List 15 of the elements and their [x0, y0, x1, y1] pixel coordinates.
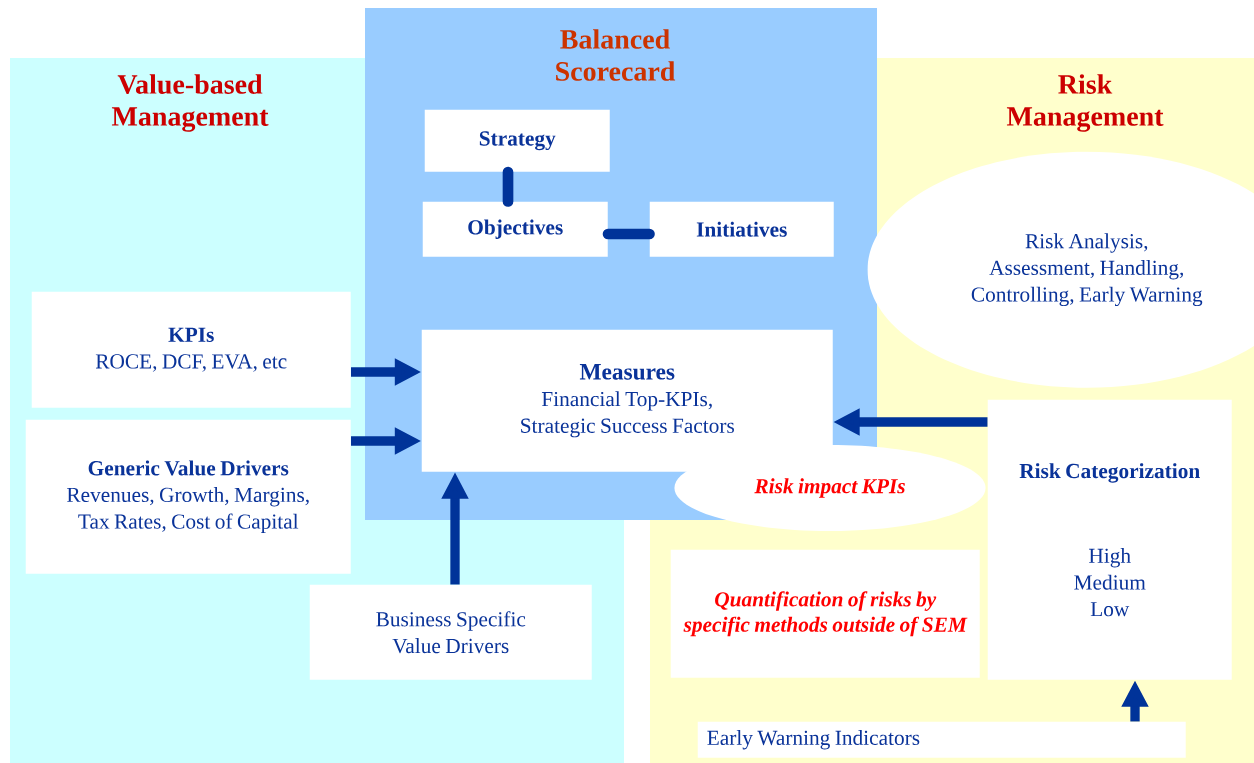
text-box: KPIs ROCE, DCF, EVA, etc [31, 291, 351, 408]
text-box: Business Specific Value Drivers [309, 584, 592, 680]
node-label: Risk impact KPIs [754, 478, 905, 498]
text-box: Generic Value Drivers Revenues, Growth, Margins, Tax Rates, Cost of Capital [25, 419, 351, 574]
panel-title: Value-based Management [111, 74, 269, 132]
text-box: Objectives [422, 201, 608, 257]
panel-title: Balanced Scorecard [556, 29, 676, 81]
connector-line [502, 166, 514, 207]
panel-title: Risk Management [1006, 74, 1164, 132]
text-box: Risk Categorization High Medium Low [987, 399, 1232, 680]
text-box: Strategy [424, 109, 610, 172]
text-box: Quantification of risks by specific methods outside of SEM [670, 549, 980, 678]
connector-line [602, 228, 655, 240]
text-box: Early Warning Indicators [697, 721, 1186, 758]
text-box: Initiatives [649, 201, 834, 257]
